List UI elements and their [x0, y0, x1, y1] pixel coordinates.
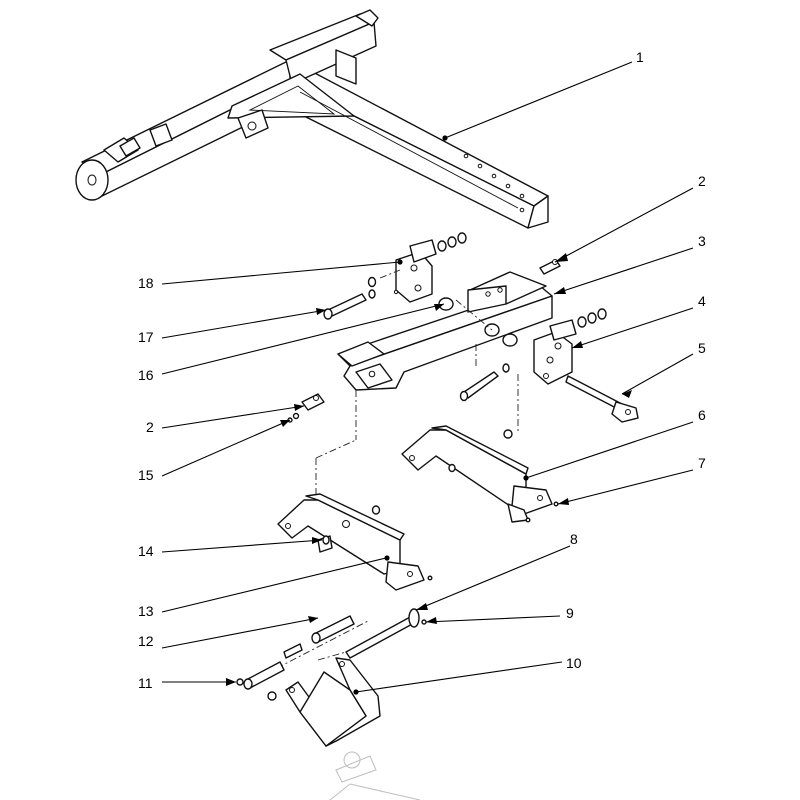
callout-11: 11 [138, 675, 153, 691]
crossbar-part-3 [337, 271, 553, 391]
bolt-part-14 [317, 535, 333, 553]
callout-4: 4 [698, 293, 706, 309]
callout-9: 9 [566, 605, 574, 621]
callout-6: 6 [698, 407, 706, 423]
callout-13: 13 [138, 603, 154, 619]
callout-12: 12 [138, 633, 154, 649]
callout-7: 7 [698, 455, 706, 471]
main-frame-part [75, 9, 549, 229]
faded-background-sketch [329, 751, 421, 800]
callout-2-upper: 2 [698, 173, 706, 189]
bracket-part-13 [277, 493, 433, 591]
bracket-part-18 [367, 232, 467, 303]
bracket-part-4 [533, 308, 607, 385]
leader-lines [161, 61, 694, 693]
middle-bolt [459, 344, 519, 439]
pin-part-8 [317, 608, 427, 661]
callout-5: 5 [698, 340, 706, 356]
callout-16: 16 [138, 367, 154, 383]
callout-8: 8 [570, 531, 578, 547]
roller-part-11 [236, 661, 285, 690]
leader-arrowheads [226, 253, 632, 686]
callout-14: 14 [138, 543, 154, 559]
callout-18: 18 [138, 275, 154, 291]
callout-10: 10 [566, 655, 582, 671]
callout-17: 17 [138, 329, 154, 345]
roller-part-12 [249, 615, 371, 683]
bracket-part-6 [401, 425, 559, 523]
callout-3: 3 [698, 233, 706, 249]
bolt-part-17 [323, 289, 376, 320]
callout-labels: 1 2 3 4 5 6 7 8 9 10 11 12 13 14 15 2 16… [138, 49, 706, 691]
callout-15: 15 [138, 467, 154, 483]
callout-1: 1 [636, 49, 644, 65]
callout-2-lower: 2 [146, 419, 154, 435]
pin-part-5 [565, 375, 639, 423]
cradle-part-10 [267, 657, 381, 747]
